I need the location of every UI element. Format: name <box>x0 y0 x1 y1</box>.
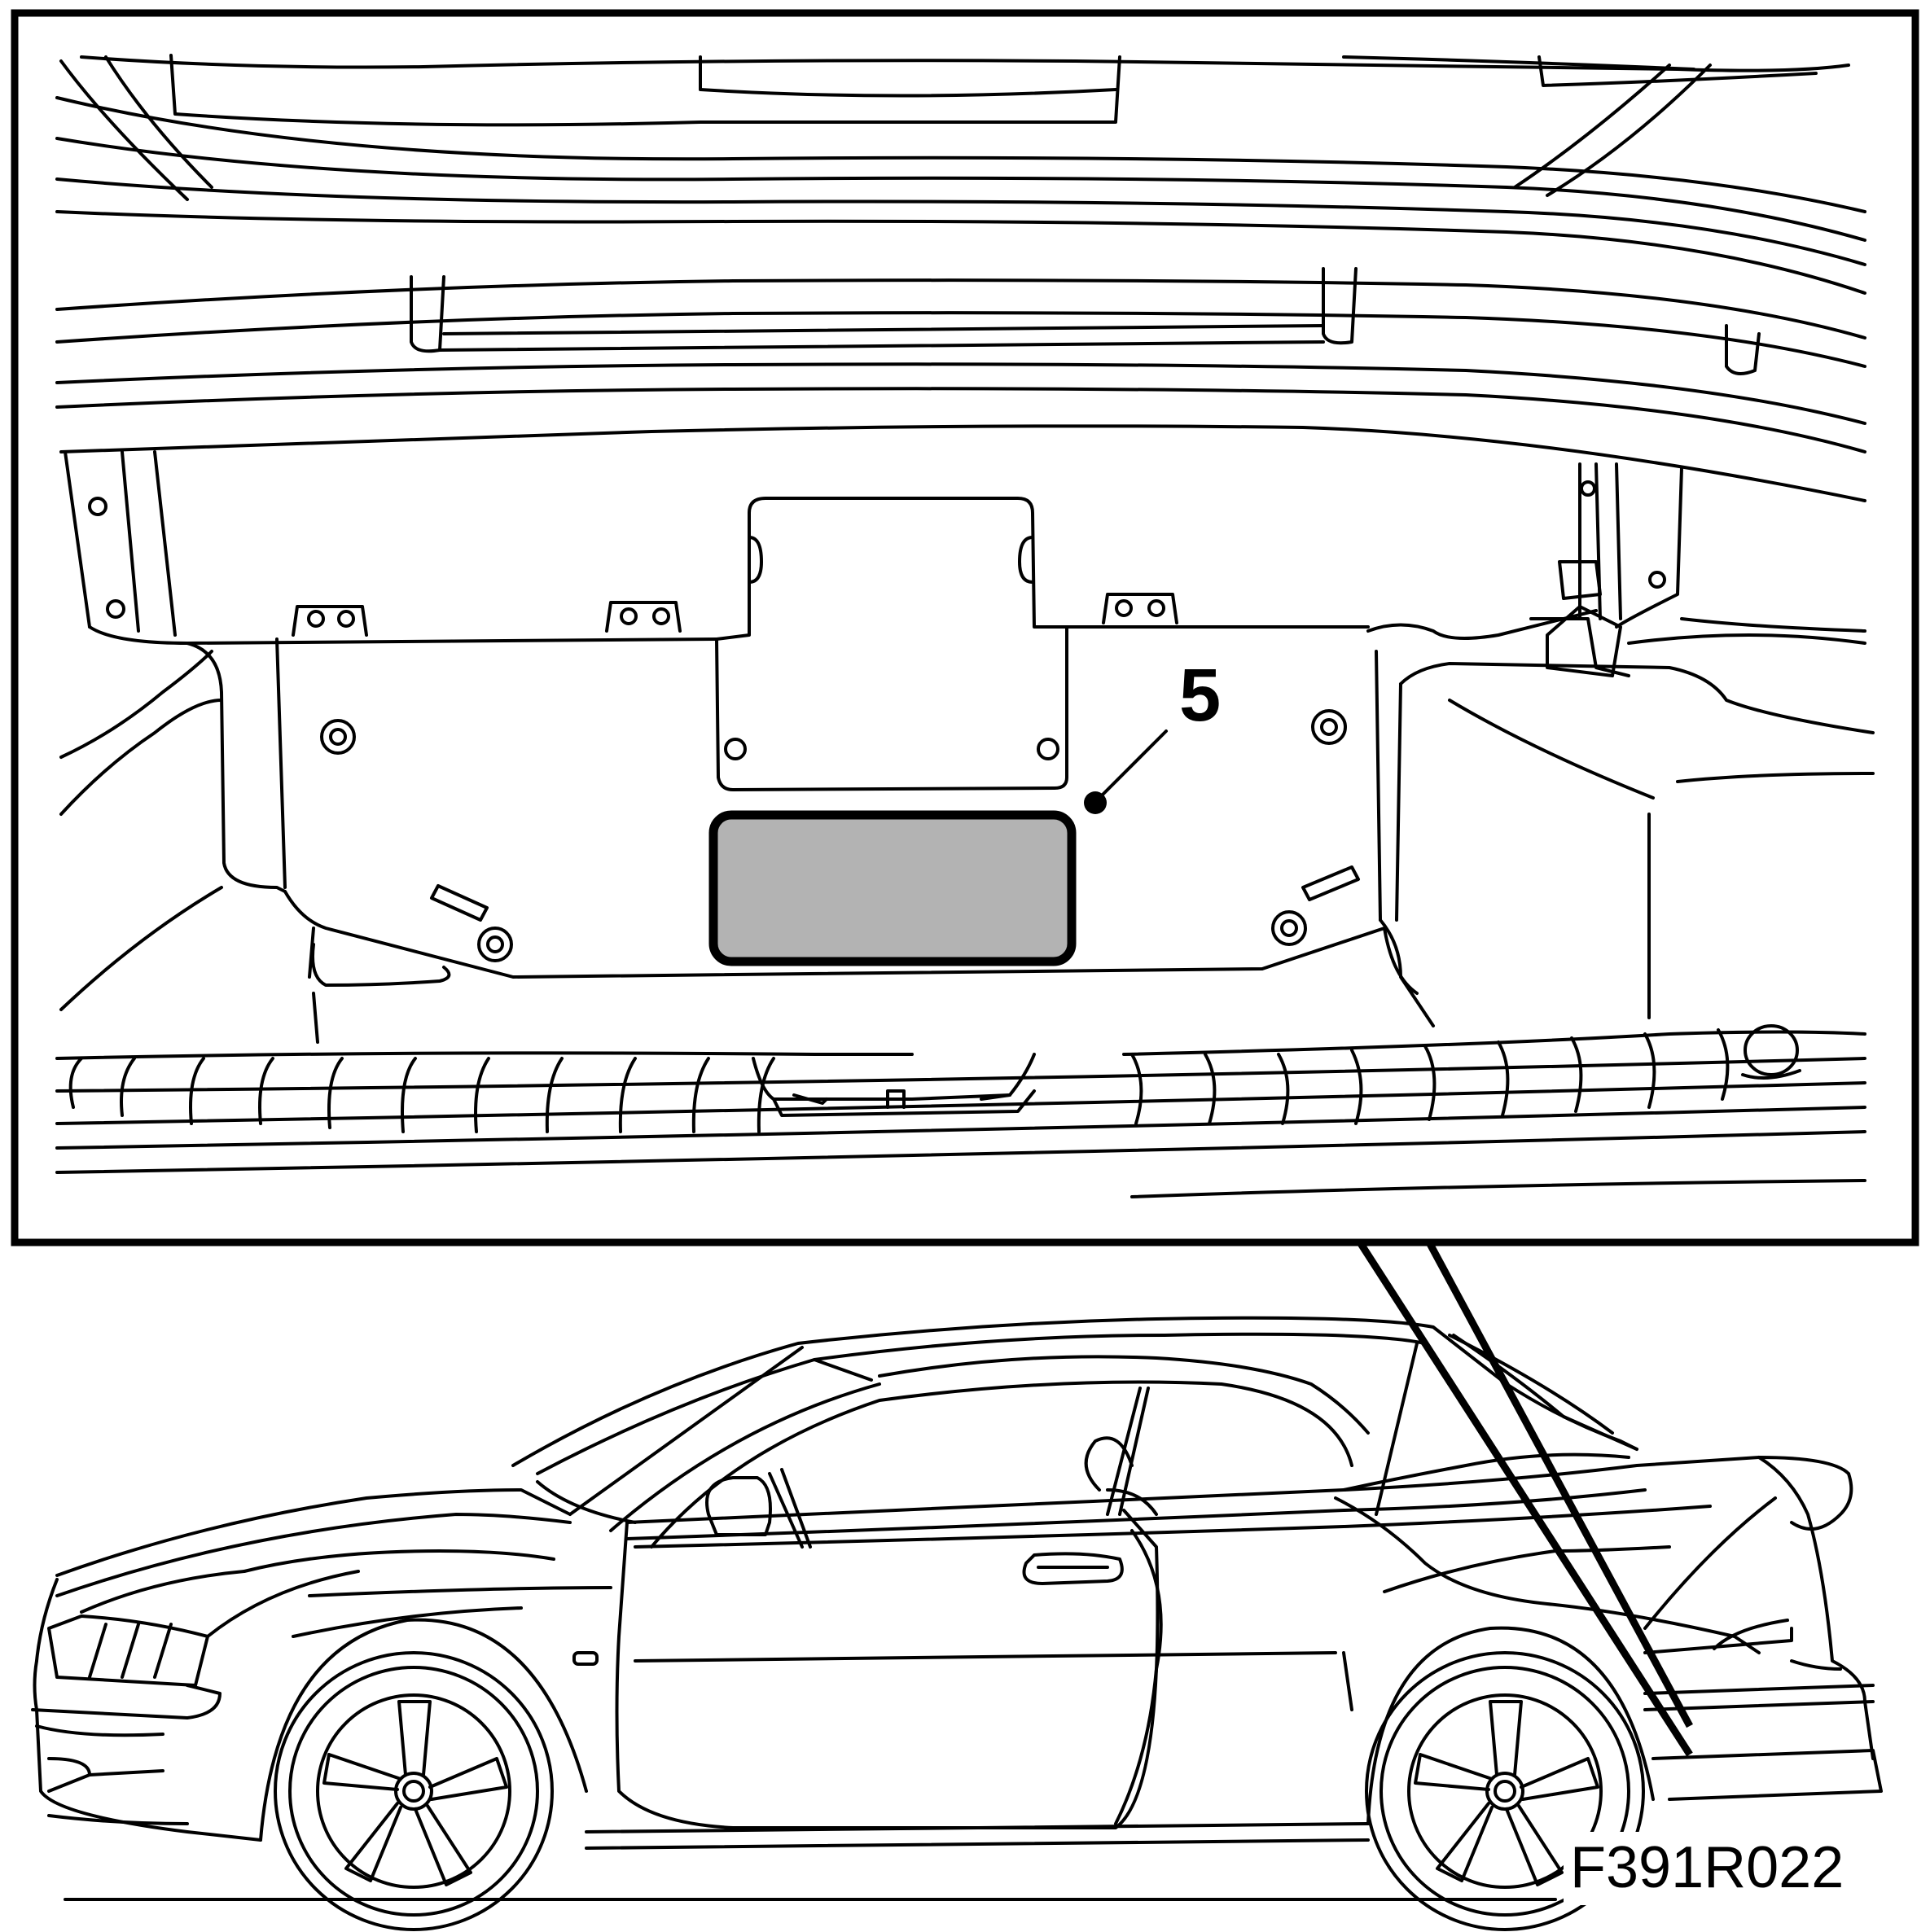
detail-pointer <box>1357 1240 1693 1757</box>
figure-code: F391R022 <box>1570 1835 1844 1900</box>
partition-wall <box>59 424 1875 1044</box>
car-side-view <box>31 1316 1883 1931</box>
front-wheel <box>274 1651 554 1931</box>
callout-5: 5 <box>1084 654 1221 814</box>
top-frame-rails <box>55 54 1866 453</box>
callout-number: 5 <box>1179 654 1221 737</box>
highlighted-component <box>708 810 1077 966</box>
rear-bumper-rib <box>55 1024 1866 1198</box>
rear-wheel <box>1365 1651 1645 1931</box>
detail-view: 5 <box>11 9 1919 1246</box>
